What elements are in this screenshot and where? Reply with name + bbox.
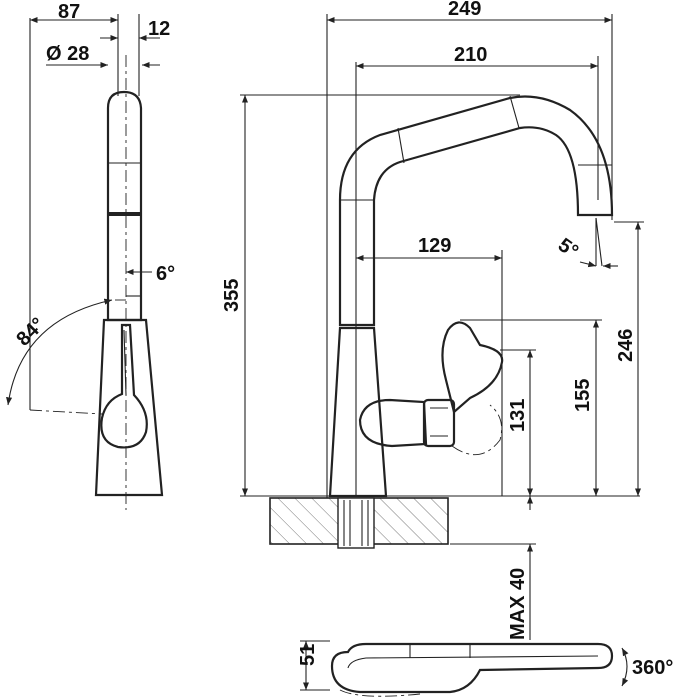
handle-lever-alternate: [451, 404, 503, 455]
mounting-shank: [337, 497, 375, 549]
front-body: [328, 326, 388, 498]
depth-label: 51: [297, 644, 319, 666]
spout-joint-mid: [397, 127, 405, 164]
body-height-label: 131: [507, 399, 529, 432]
side-lever-edge: [123, 329, 127, 396]
handle-height-label: 155: [572, 379, 594, 412]
outlet-angle-arrow-left: [579, 261, 597, 268]
outlet-angle-label: 5°: [554, 234, 582, 263]
width-label: 87: [58, 1, 80, 23]
diameter-label: Ø 28: [46, 43, 89, 65]
offset-label: 12: [148, 18, 170, 40]
top-spout-inner: [347, 655, 599, 669]
outlet-height-label: 246: [615, 329, 637, 362]
handle-reach-label: 129: [418, 235, 451, 257]
side-spout-tube: [106, 90, 143, 322]
spout-angle-label: 6°: [156, 263, 175, 285]
front-spout: [338, 95, 614, 327]
spout-joint-upper: [509, 95, 520, 129]
rotation-label: 360°: [632, 657, 673, 679]
reach-label: 210: [454, 44, 487, 66]
overall-width-label: 249: [448, 0, 481, 20]
total-height-label: 355: [221, 279, 243, 312]
handle-hub: [358, 398, 428, 448]
top-lever-outline: [339, 689, 421, 697]
side-view: 87 12 Ø 28 84° 6°: [6, 1, 175, 510]
side-body: [94, 318, 164, 497]
handle-lever: [441, 321, 504, 415]
lever-open-position: [29, 409, 103, 415]
top-spout-outline: [330, 642, 614, 694]
lever-angle-label: 84°: [12, 314, 49, 351]
handle-cap: [422, 398, 456, 448]
lever-angle-arc: [6, 298, 113, 406]
front-view: 249 210 355 5° 129 246 155: [221, 0, 644, 640]
side-spout-ring: [108, 212, 141, 216]
rotation-arc: [621, 647, 629, 687]
side-lever: [100, 323, 148, 449]
top-view: 51 360°: [297, 640, 673, 697]
outlet-axis-tilted: [595, 217, 603, 267]
max-thickness-label: MAX 40: [507, 568, 529, 640]
